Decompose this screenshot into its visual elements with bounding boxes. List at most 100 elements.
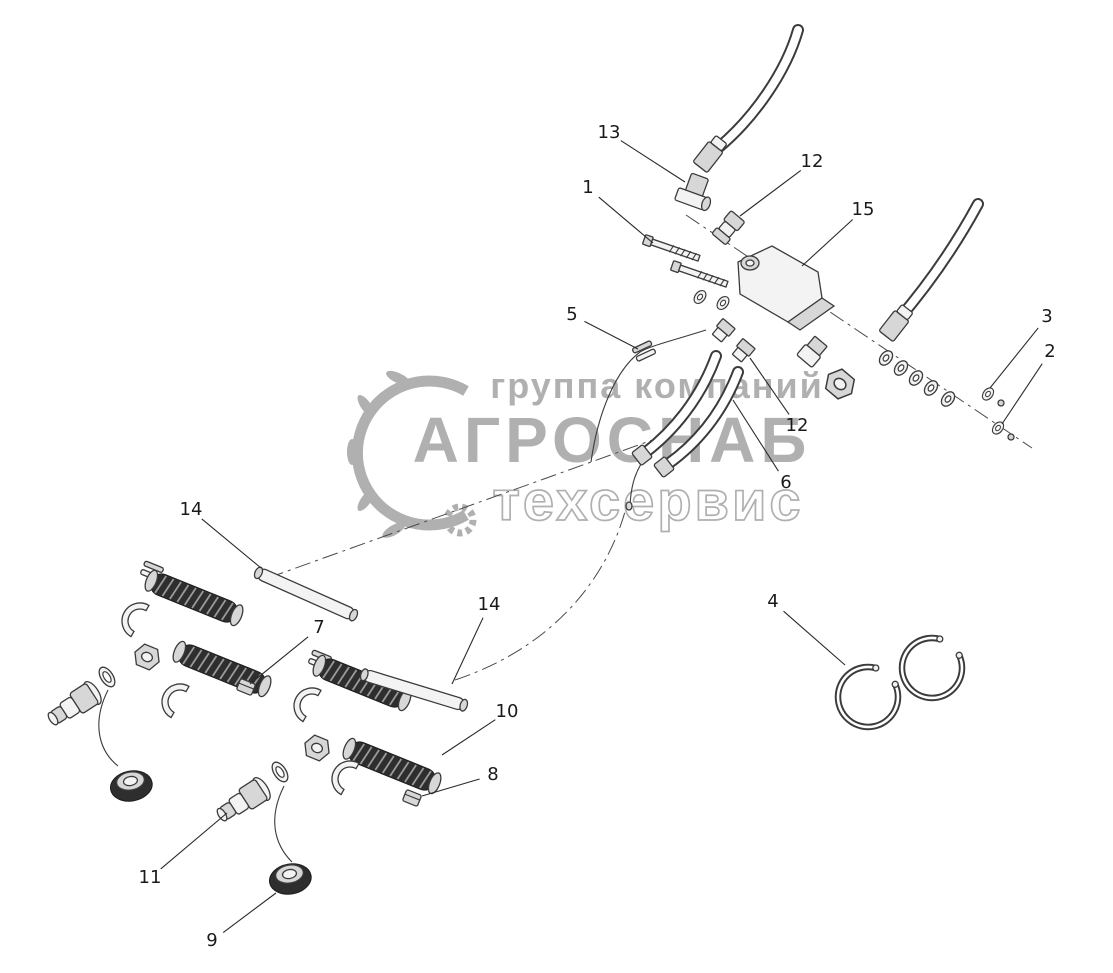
nut-8 <box>401 788 423 808</box>
clamp-assembly-b <box>211 649 470 899</box>
agrosnab-logo-icon <box>347 370 477 538</box>
callout-leader-line <box>739 169 802 217</box>
callout-leader-line <box>421 778 480 797</box>
callout-leader-line <box>160 812 228 870</box>
callout-label-5: 5 <box>566 304 577 325</box>
callout-leader-line <box>201 518 262 569</box>
coupler-a <box>42 678 106 733</box>
callout-5: 5 <box>566 304 639 350</box>
washer-set-right <box>876 347 958 410</box>
nut-2-small <box>1007 433 1015 441</box>
seal-ring-a <box>95 663 119 691</box>
pipe-clamp-5 <box>631 339 657 363</box>
callout-leader-line <box>598 196 654 244</box>
callout-6: 6 <box>732 399 792 493</box>
callout-label-3: 3 <box>1041 306 1052 327</box>
pipe-5 <box>590 329 707 511</box>
watermark: группа компаний АГРОСНАБ техсервис <box>347 365 824 538</box>
callout-label-2: 2 <box>1044 341 1055 362</box>
elbow-fitting-13 <box>674 172 712 212</box>
callout-label-13: 13 <box>598 122 621 143</box>
hose-top-nut <box>693 135 727 173</box>
callout-leader-line <box>249 636 309 685</box>
callouts-layer: 13 12 1 15 5 3 2 12 6 14 7 14 10 4 8 11 9 <box>139 122 1056 951</box>
callout-label-1: 1 <box>582 177 593 198</box>
callout-leader-line <box>451 617 484 685</box>
watermark-line1: группа компаний <box>490 365 824 406</box>
callout-label-14: 14 <box>478 594 501 615</box>
callout-label-15: 15 <box>852 199 875 220</box>
callout-11: 11 <box>139 812 228 888</box>
callout-label-4: 4 <box>767 591 778 612</box>
fitting-12-upper <box>711 210 745 245</box>
callout-leader-line <box>441 719 496 756</box>
bolt-washer-b <box>714 293 732 313</box>
cap-lanyard-b <box>274 785 293 863</box>
clamp-shell-lower-a <box>154 676 190 719</box>
retaining-rings-4 <box>834 634 966 731</box>
seal-ring-b <box>268 758 292 786</box>
callout-4: 4 <box>767 591 846 666</box>
ring-b <box>898 634 966 702</box>
hose-top <box>693 24 804 173</box>
callout-label-9: 9 <box>206 930 217 951</box>
callout-label-8: 8 <box>487 764 498 785</box>
callout-leader-line <box>620 140 686 183</box>
callout-13: 13 <box>598 122 686 183</box>
callout-15: 15 <box>801 199 875 267</box>
hex-fitting-a <box>130 641 164 673</box>
fitting-12-lower <box>796 335 828 368</box>
hose-right <box>879 198 984 342</box>
callout-14: 14 <box>180 499 262 569</box>
ribbed-sleeve-a1 <box>141 567 247 629</box>
callout-7: 7 <box>249 617 325 685</box>
callout-leader-line <box>801 219 854 267</box>
callout-leader-line <box>783 610 846 666</box>
callout-leader-line <box>584 320 639 350</box>
hose-right-nut <box>879 304 913 342</box>
dust-cap-9 <box>266 859 315 899</box>
fitting-pair-below-block <box>712 318 756 363</box>
union-nut <box>819 363 861 405</box>
clamp-assembly-a <box>42 560 360 806</box>
watermark-line2: АГРОСНАБ <box>413 404 812 476</box>
callout-leader-line <box>989 327 1039 389</box>
bolt-1b <box>669 259 730 290</box>
watermark-line3: техсервис <box>492 469 803 532</box>
washer-3 <box>979 385 997 403</box>
callout-label-12: 12 <box>801 151 824 172</box>
callout-3: 3 <box>989 306 1053 389</box>
callout-label-11: 11 <box>139 867 162 888</box>
nut-3-small <box>997 399 1005 407</box>
callout-12: 12 <box>739 151 824 217</box>
hex-fitting-b <box>300 732 334 764</box>
coupler-11 <box>211 774 275 829</box>
callout-leader-line <box>732 399 779 472</box>
callout-10: 10 <box>441 701 519 756</box>
bolt-1a <box>641 233 702 264</box>
clamp-shell-upper-a <box>114 595 150 638</box>
callout-label-12: 12 <box>786 415 809 436</box>
callout-12: 12 <box>749 357 809 436</box>
callout-1: 1 <box>582 177 654 244</box>
clamp-shell-upper-b <box>286 680 322 723</box>
cap-lanyard-a <box>98 689 119 767</box>
callout-leader-line <box>222 892 277 934</box>
callout-9: 9 <box>206 892 277 951</box>
valve-block-15 <box>737 245 836 331</box>
upper-assembly <box>590 24 1015 511</box>
tube-14a <box>252 565 360 623</box>
callout-label-10: 10 <box>496 701 519 722</box>
callout-2: 2 <box>1001 341 1056 425</box>
callout-label-7: 7 <box>313 617 324 638</box>
callout-14: 14 <box>451 594 501 685</box>
bolt-washer-a <box>691 287 709 307</box>
dust-cap-a <box>107 766 156 806</box>
callout-label-14: 14 <box>180 499 203 520</box>
axis-lines <box>267 214 1033 681</box>
callout-8: 8 <box>421 764 499 797</box>
hose-pair-6 <box>631 350 744 478</box>
callout-label-6: 6 <box>780 472 791 493</box>
